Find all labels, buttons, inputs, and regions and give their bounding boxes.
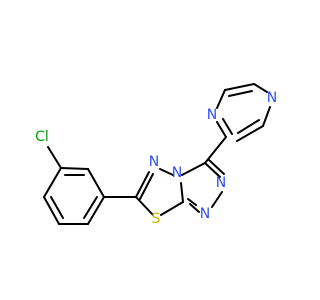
bond: [135, 171, 150, 198]
atom-cl: Cl: [35, 129, 49, 145]
bond: [160, 201, 184, 216]
bond: [135, 196, 154, 216]
atom-n-bridge: N: [172, 165, 182, 181]
bond: [60, 167, 89, 170]
bond-cl-c: [47, 146, 62, 169]
atom-n-triazole-1: N: [216, 175, 226, 191]
bond-double: [208, 159, 225, 175]
bond: [262, 106, 271, 127]
bond: [216, 121, 227, 138]
bond: [224, 83, 255, 91]
molecule-structure: Cl N N N N N N S: [35, 83, 277, 227]
bond: [43, 196, 60, 225]
bond-double: [187, 198, 197, 206]
atom-n-triazole-2: N: [200, 206, 210, 222]
bond: [211, 191, 223, 208]
atom-n-pyrazine-left: N: [207, 107, 217, 123]
atom-n-pyrazine-top: N: [267, 90, 277, 106]
bond-double: [228, 90, 253, 97]
bonds: [43, 83, 271, 225]
bond-double: [83, 196, 98, 219]
bond-double: [139, 173, 154, 200]
bond: [236, 125, 264, 142]
bond-double: [50, 196, 64, 219]
atom-s: S: [152, 211, 161, 227]
bond-double: [222, 118, 233, 135]
bond: [204, 162, 221, 178]
bond: [253, 83, 268, 93]
molecule-diagram: Cl N N N N N N S: [35, 83, 278, 227]
bond-double: [237, 119, 260, 134]
bond: [216, 89, 226, 109]
bond: [159, 168, 174, 176]
bond: [87, 196, 105, 225]
atom-n-thiadiazole: N: [149, 154, 159, 170]
atom-labels: Cl N N N N N N S: [35, 90, 277, 227]
bond: [87, 168, 105, 198]
bond: [189, 203, 200, 213]
bond: [43, 167, 62, 198]
bond: [180, 182, 184, 203]
bond: [181, 162, 206, 176]
bond: [204, 136, 227, 164]
